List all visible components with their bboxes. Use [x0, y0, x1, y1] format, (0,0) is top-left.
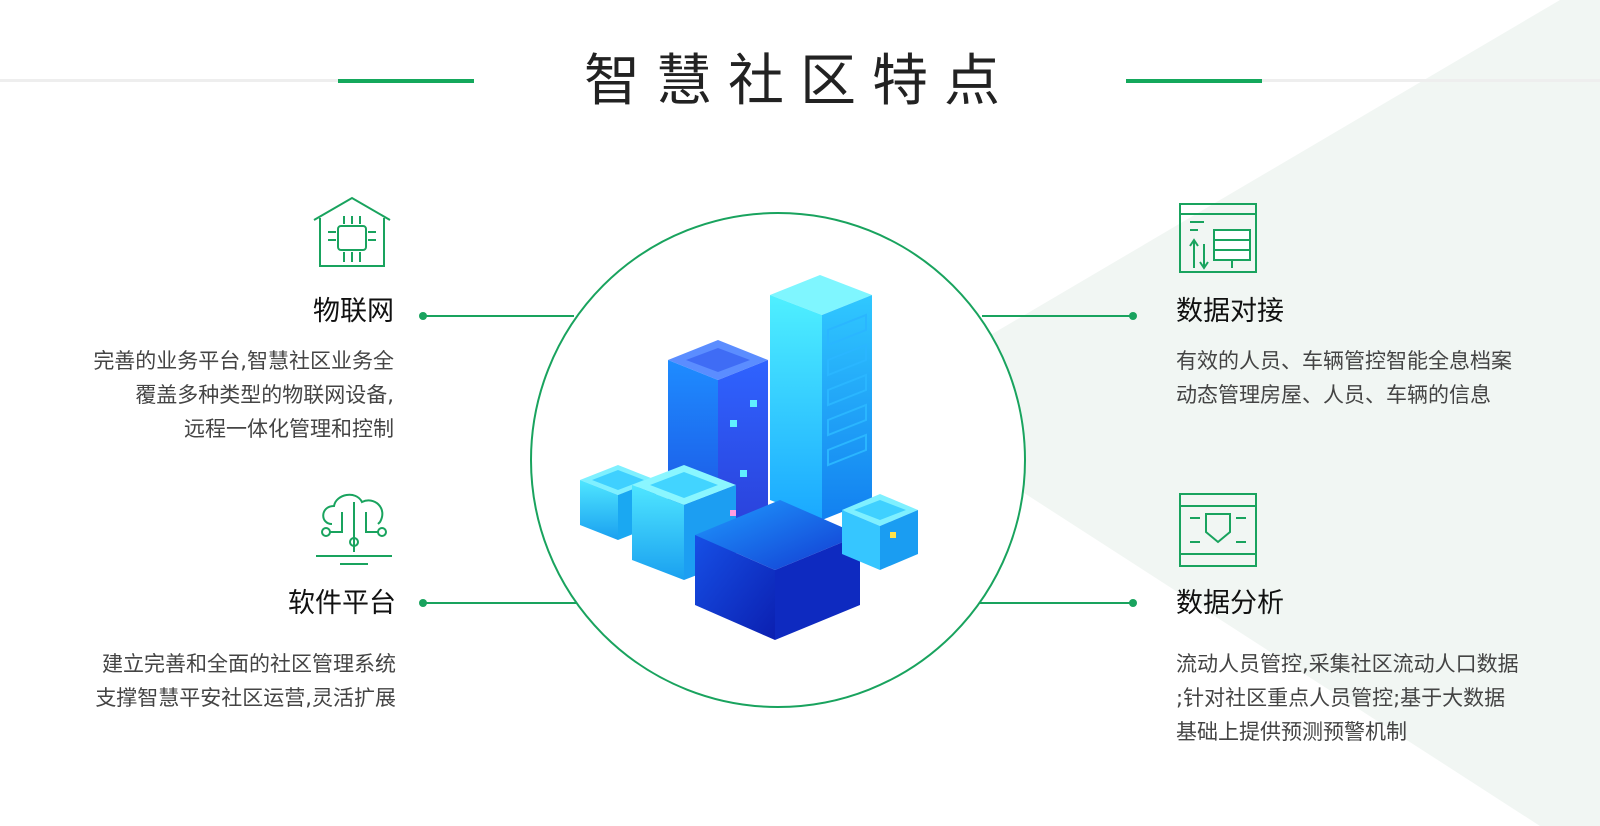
connector-dot-data-analysis [1129, 599, 1137, 607]
title-accent-right [1126, 79, 1262, 83]
cloud-network-icon [316, 493, 392, 565]
feature-desc-line: 覆盖多种类型的物联网设备, [135, 383, 394, 407]
feature-desc-line: ;针对社区重点人员管控;基于大数据 [1176, 686, 1506, 710]
feature-desc-data-analysis: 流动人员管控,采集社区流动人口数据 ;针对社区重点人员管控;基于大数据 基础上提… [1176, 647, 1586, 749]
feature-desc-line: 流动人员管控,采集社区流动人口数据 [1176, 652, 1519, 676]
feature-desc-line: 支撑智慧平安社区运营,灵活扩展 [95, 686, 396, 710]
feature-title-iot: 物联网 [313, 296, 394, 327]
feature-title-data-analysis: 数据分析 [1176, 588, 1284, 619]
connector-software [424, 602, 576, 604]
house-chip-icon [313, 196, 391, 267]
connector-iot [424, 315, 574, 317]
shield-board-icon [1179, 493, 1257, 567]
connector-dot-data-connect [1129, 312, 1137, 320]
connector-dot-iot [419, 312, 427, 320]
title-divider-right [1262, 79, 1600, 82]
data-exchange-icon [1179, 203, 1257, 273]
smart-buildings-illustration [580, 275, 918, 640]
feature-desc-data-connect: 有效的人员、车辆管控智能全息档案 动态管理房屋、人员、车辆的信息 [1176, 344, 1586, 412]
connector-data-connect [982, 315, 1132, 317]
feature-desc-line: 完善的业务平台,智慧社区业务全 [93, 349, 394, 373]
feature-title-data-connect: 数据对接 [1176, 296, 1284, 327]
title-accent-left [338, 79, 474, 83]
feature-desc-line: 远程一体化管理和控制 [184, 417, 394, 441]
title-divider-left [0, 79, 340, 82]
feature-desc-line: 建立完善和全面的社区管理系统 [102, 652, 396, 676]
feature-desc-line: 有效的人员、车辆管控智能全息档案 [1176, 349, 1512, 373]
feature-desc-line: 基础上提供预测预警机制 [1176, 720, 1407, 744]
feature-title-software: 软件平台 [288, 588, 396, 619]
page-title: 智慧社区特点 [584, 49, 1016, 114]
connector-dot-software [419, 599, 427, 607]
feature-desc-software: 建立完善和全面的社区管理系统 支撑智慧平安社区运营,灵活扩展 [20, 647, 396, 715]
feature-desc-iot: 完善的业务平台,智慧社区业务全 覆盖多种类型的物联网设备, 远程一体化管理和控制 [20, 344, 394, 446]
feature-desc-line: 动态管理房屋、人员、车辆的信息 [1176, 383, 1491, 407]
connector-data-analysis [980, 602, 1132, 604]
